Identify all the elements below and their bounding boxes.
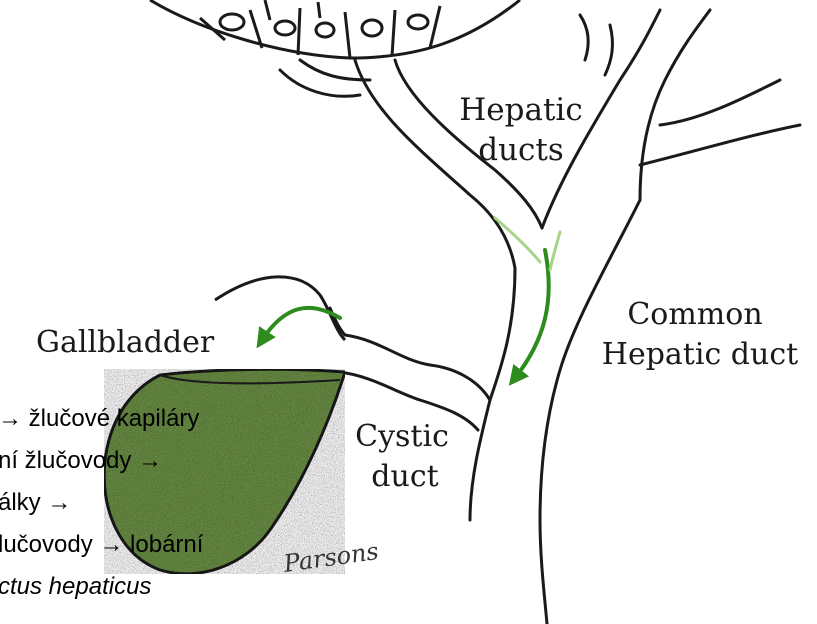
- overlay-text-line2: ní žlučovody →: [0, 447, 162, 474]
- bile-flow-arrows: [262, 218, 560, 378]
- overlay-text-line5: ctus hepaticus: [0, 573, 151, 600]
- overlay-text-line4: lučovody → lobární: [0, 531, 204, 558]
- label-gallbladder: Gallbladder: [36, 325, 215, 360]
- cystic-duct: [330, 308, 490, 430]
- label-cystic-line1: Cystic: [355, 419, 449, 454]
- liver-lobule: [150, 0, 520, 58]
- label-cystic-line2: duct: [371, 459, 438, 494]
- artist-signature: Parsons: [281, 537, 380, 578]
- overlay-text-line3: álky →: [0, 489, 71, 516]
- label-hepatic-ducts-line1: Hepatic: [459, 92, 582, 128]
- label-common-line2: Hepatic duct: [602, 337, 798, 372]
- common-hepatic-duct: [470, 200, 640, 624]
- label-hepatic-ducts-line2: ducts: [478, 132, 564, 168]
- label-common-line1: Common: [627, 297, 762, 332]
- overlay-text-line1: → žlučové kapiláry: [0, 405, 199, 432]
